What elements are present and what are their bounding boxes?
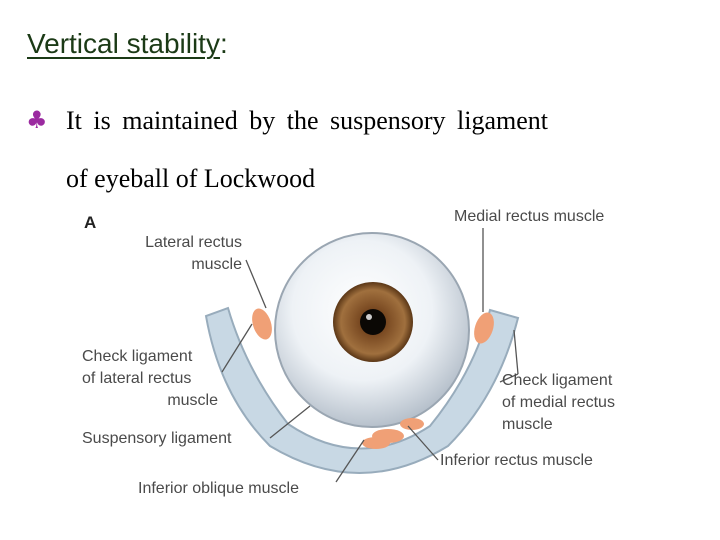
label-lateral-rectus-line2: muscle xyxy=(191,256,242,273)
suspensory-ligament-band xyxy=(204,306,520,474)
label-suspensory-ligament: Suspensory ligament xyxy=(82,430,232,447)
medial-rectus-muscle xyxy=(474,312,494,344)
label-check-lateral-line3: muscle xyxy=(167,392,218,409)
bullet-text-line-2: of eyeball of Lockwood xyxy=(66,164,316,193)
label-inferior-oblique: Inferior oblique muscle xyxy=(138,480,299,497)
label-check-medial-line1: Check ligament xyxy=(502,372,613,389)
label-check-lateral-line2: of lateral rectus xyxy=(82,370,192,387)
club-bullet-icon: ♣ xyxy=(26,106,48,134)
label-check-lateral-line1: Check ligament xyxy=(82,348,193,365)
title-text: Vertical stability xyxy=(27,28,220,59)
label-lateral-rectus-line1: Lateral rectus xyxy=(145,234,242,251)
lateral-rectus-muscle xyxy=(252,308,272,340)
label-medial-rectus: Medial rectus muscle xyxy=(454,208,605,225)
eyeball-illustration xyxy=(204,228,520,483)
label-check-medial-line3: muscle xyxy=(502,416,553,433)
label-inferior-rectus: Inferior rectus muscle xyxy=(440,452,593,469)
slide-title: Vertical stability: xyxy=(27,28,228,60)
inferior-oblique-muscle xyxy=(362,437,390,449)
eyeball-diagram: A Medial rectus muscle Lateral rectus mu… xyxy=(70,200,660,520)
pupil xyxy=(360,309,386,335)
bullet-text-line-1: It is maintained by the suspensory ligam… xyxy=(66,106,549,135)
title-colon: : xyxy=(219,28,228,59)
panel-letter: A xyxy=(84,213,97,232)
label-check-medial-line2: of medial rectus xyxy=(502,394,615,411)
